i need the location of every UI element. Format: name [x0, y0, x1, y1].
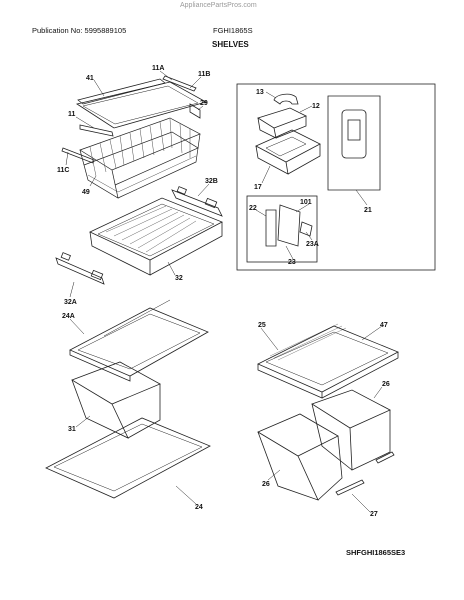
crisper-drawer-31 [71, 361, 161, 439]
callout-23: 23 [288, 259, 296, 266]
callout-21: 21 [364, 207, 372, 214]
callout-25: 25 [258, 322, 266, 329]
callout-11C: 11C [57, 167, 69, 174]
callout-27: 27 [370, 511, 378, 518]
callout-23A: 23A [306, 241, 319, 248]
callout-17: 17 [254, 184, 262, 191]
callout-11B: 11B [198, 71, 210, 78]
callout-32: 32 [175, 275, 183, 282]
callout-101: 101 [300, 199, 312, 206]
glass-shelf-24 [45, 417, 211, 499]
callout-26-left: 26 [262, 481, 270, 488]
glass-shelf-assembly [61, 75, 208, 164]
callout-13: 13 [256, 89, 264, 96]
section-title: SHELVES [212, 40, 249, 49]
control-housing-inset [236, 83, 436, 271]
callout-49: 49 [82, 189, 90, 196]
wire-basket [79, 117, 201, 199]
callout-41: 41 [86, 75, 94, 82]
leader-lines [65, 70, 383, 513]
model-number: FGHI1865S [213, 26, 253, 35]
callout-12: 12 [312, 103, 320, 110]
callout-32A: 32A [64, 299, 77, 306]
callout-11A: 11A [152, 65, 164, 72]
callout-26-right: 26 [382, 381, 390, 388]
callout-29: 29 [200, 100, 208, 107]
callout-24: 24 [195, 504, 203, 511]
crisper-cover-24A [69, 299, 209, 382]
crisper-shelf-assembly [257, 323, 399, 399]
callout-31: 31 [68, 426, 76, 433]
callout-32B: 32B [205, 178, 218, 185]
callout-labels: 41 11A 11B 29 11 11C 49 32B 32 32A 13 12… [57, 65, 390, 518]
diagram-code: SHFGHI1865SE3 [346, 548, 406, 557]
callout-24A: 24A [62, 313, 75, 320]
drawer-assembly [55, 186, 223, 285]
crisper-drawers [257, 389, 395, 501]
callout-22: 22 [249, 205, 257, 212]
callout-11: 11 [68, 111, 76, 118]
publication-number: Publication No: 5995889105 [32, 26, 127, 35]
watermark: AppliancePartsPros.com [180, 2, 257, 9]
callout-47: 47 [380, 322, 388, 329]
